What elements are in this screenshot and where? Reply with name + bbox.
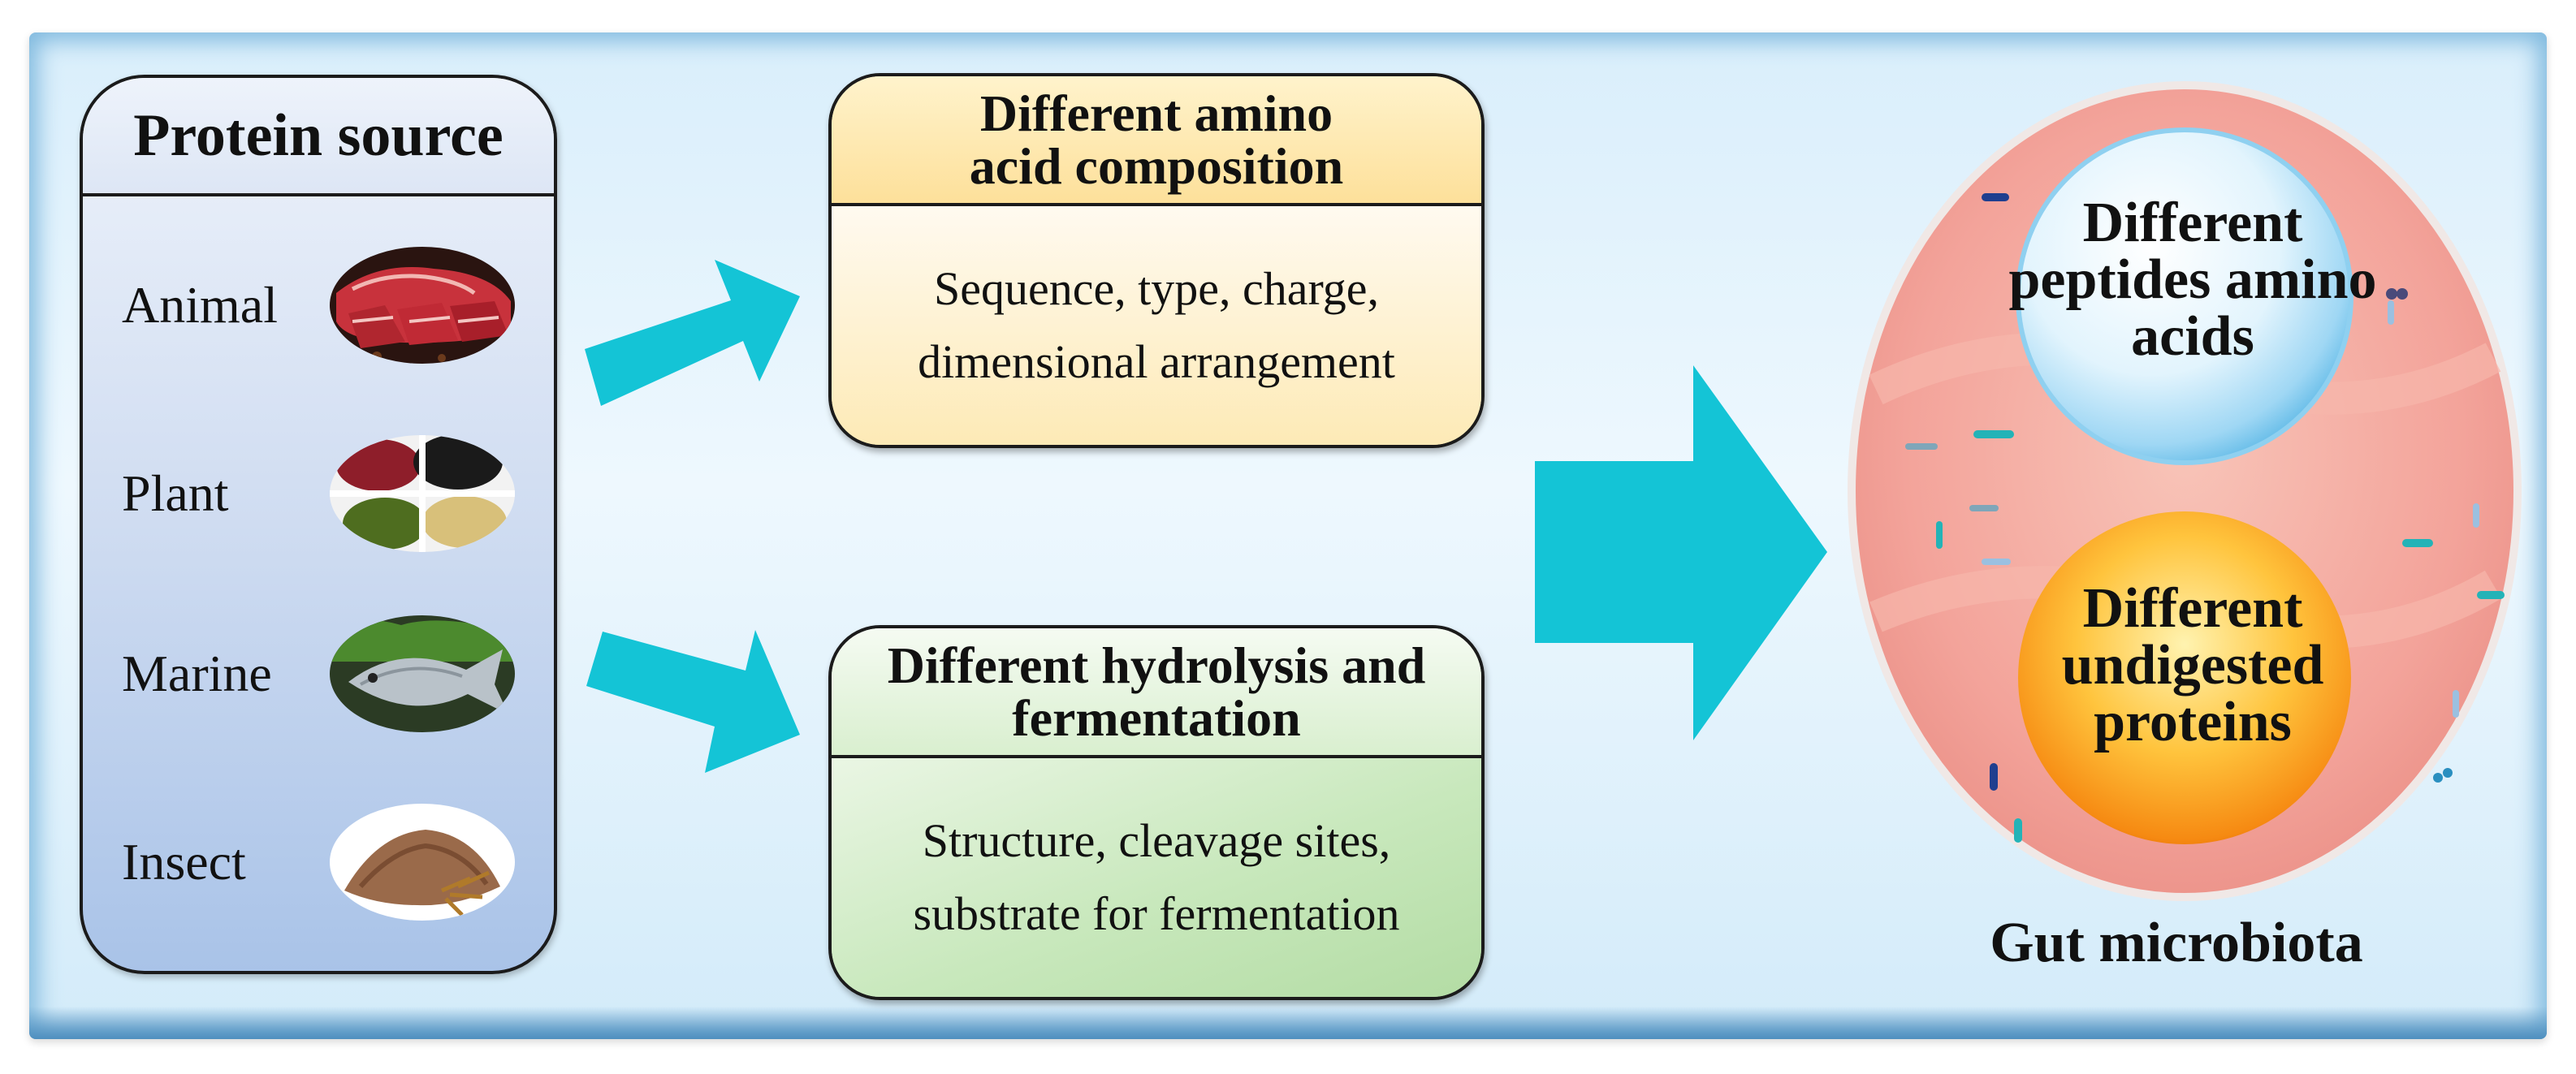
hydrolysis-box: Different hydrolysis and fermentation St…	[828, 625, 1485, 1000]
protein-source-panel: Protein source Animal Plant	[80, 75, 557, 974]
source-item-plant: Plant	[83, 412, 554, 575]
source-item-marine: Marine	[83, 593, 554, 755]
undigested-proteins-bubble-text: Different undigested proteins	[2061, 577, 2324, 753]
source-item-insect: Insect	[83, 781, 554, 943]
frame-bottom-edge	[29, 1007, 2547, 1039]
amino-acid-title-text: Different amino acid composition	[969, 84, 1344, 195]
peptides-bubble	[2016, 127, 2353, 465]
arrow-to-amino	[585, 260, 800, 406]
gut-microbiota-illustration	[1848, 81, 2522, 901]
undigested-proteins-bubble	[2018, 511, 2351, 844]
amino-acid-box-title: Different amino acid composition	[832, 76, 1481, 206]
fish-icon	[330, 615, 515, 732]
protein-source-title: Protein source	[133, 101, 504, 169]
arrow-to-hydrolysis	[586, 630, 800, 773]
gut-microbiota-label: Gut microbiota	[1990, 912, 2363, 974]
source-label-marine: Marine	[122, 645, 272, 702]
protein-source-header: Protein source	[83, 78, 554, 196]
amino-acid-box-body: Sequence, type, charge, dimensional arra…	[832, 206, 1481, 445]
arrow-to-gut	[1535, 365, 1827, 740]
hydrolysis-title-text: Different hydrolysis and fermentation	[887, 636, 1426, 747]
source-label-animal: Animal	[122, 276, 278, 334]
meat-icon	[330, 247, 515, 364]
insect-powder-icon	[330, 804, 515, 921]
amino-acid-box: Different amino acid composition Sequenc…	[828, 73, 1485, 448]
peptides-bubble-text: Different peptides amino acids	[2008, 192, 2377, 368]
hydrolysis-body-text: Structure, cleavage sites, substrate for…	[913, 814, 1400, 940]
source-item-animal: Animal	[83, 224, 554, 386]
beans-icon	[330, 435, 515, 552]
bacteria-dots	[1905, 193, 2505, 843]
hydrolysis-box-body: Structure, cleavage sites, substrate for…	[832, 758, 1481, 997]
source-label-insect: Insect	[122, 833, 246, 891]
hydrolysis-box-title: Different hydrolysis and fermentation	[832, 628, 1481, 758]
amino-acid-body-text: Sequence, type, charge, dimensional arra…	[918, 262, 1395, 388]
source-label-plant: Plant	[122, 464, 229, 522]
